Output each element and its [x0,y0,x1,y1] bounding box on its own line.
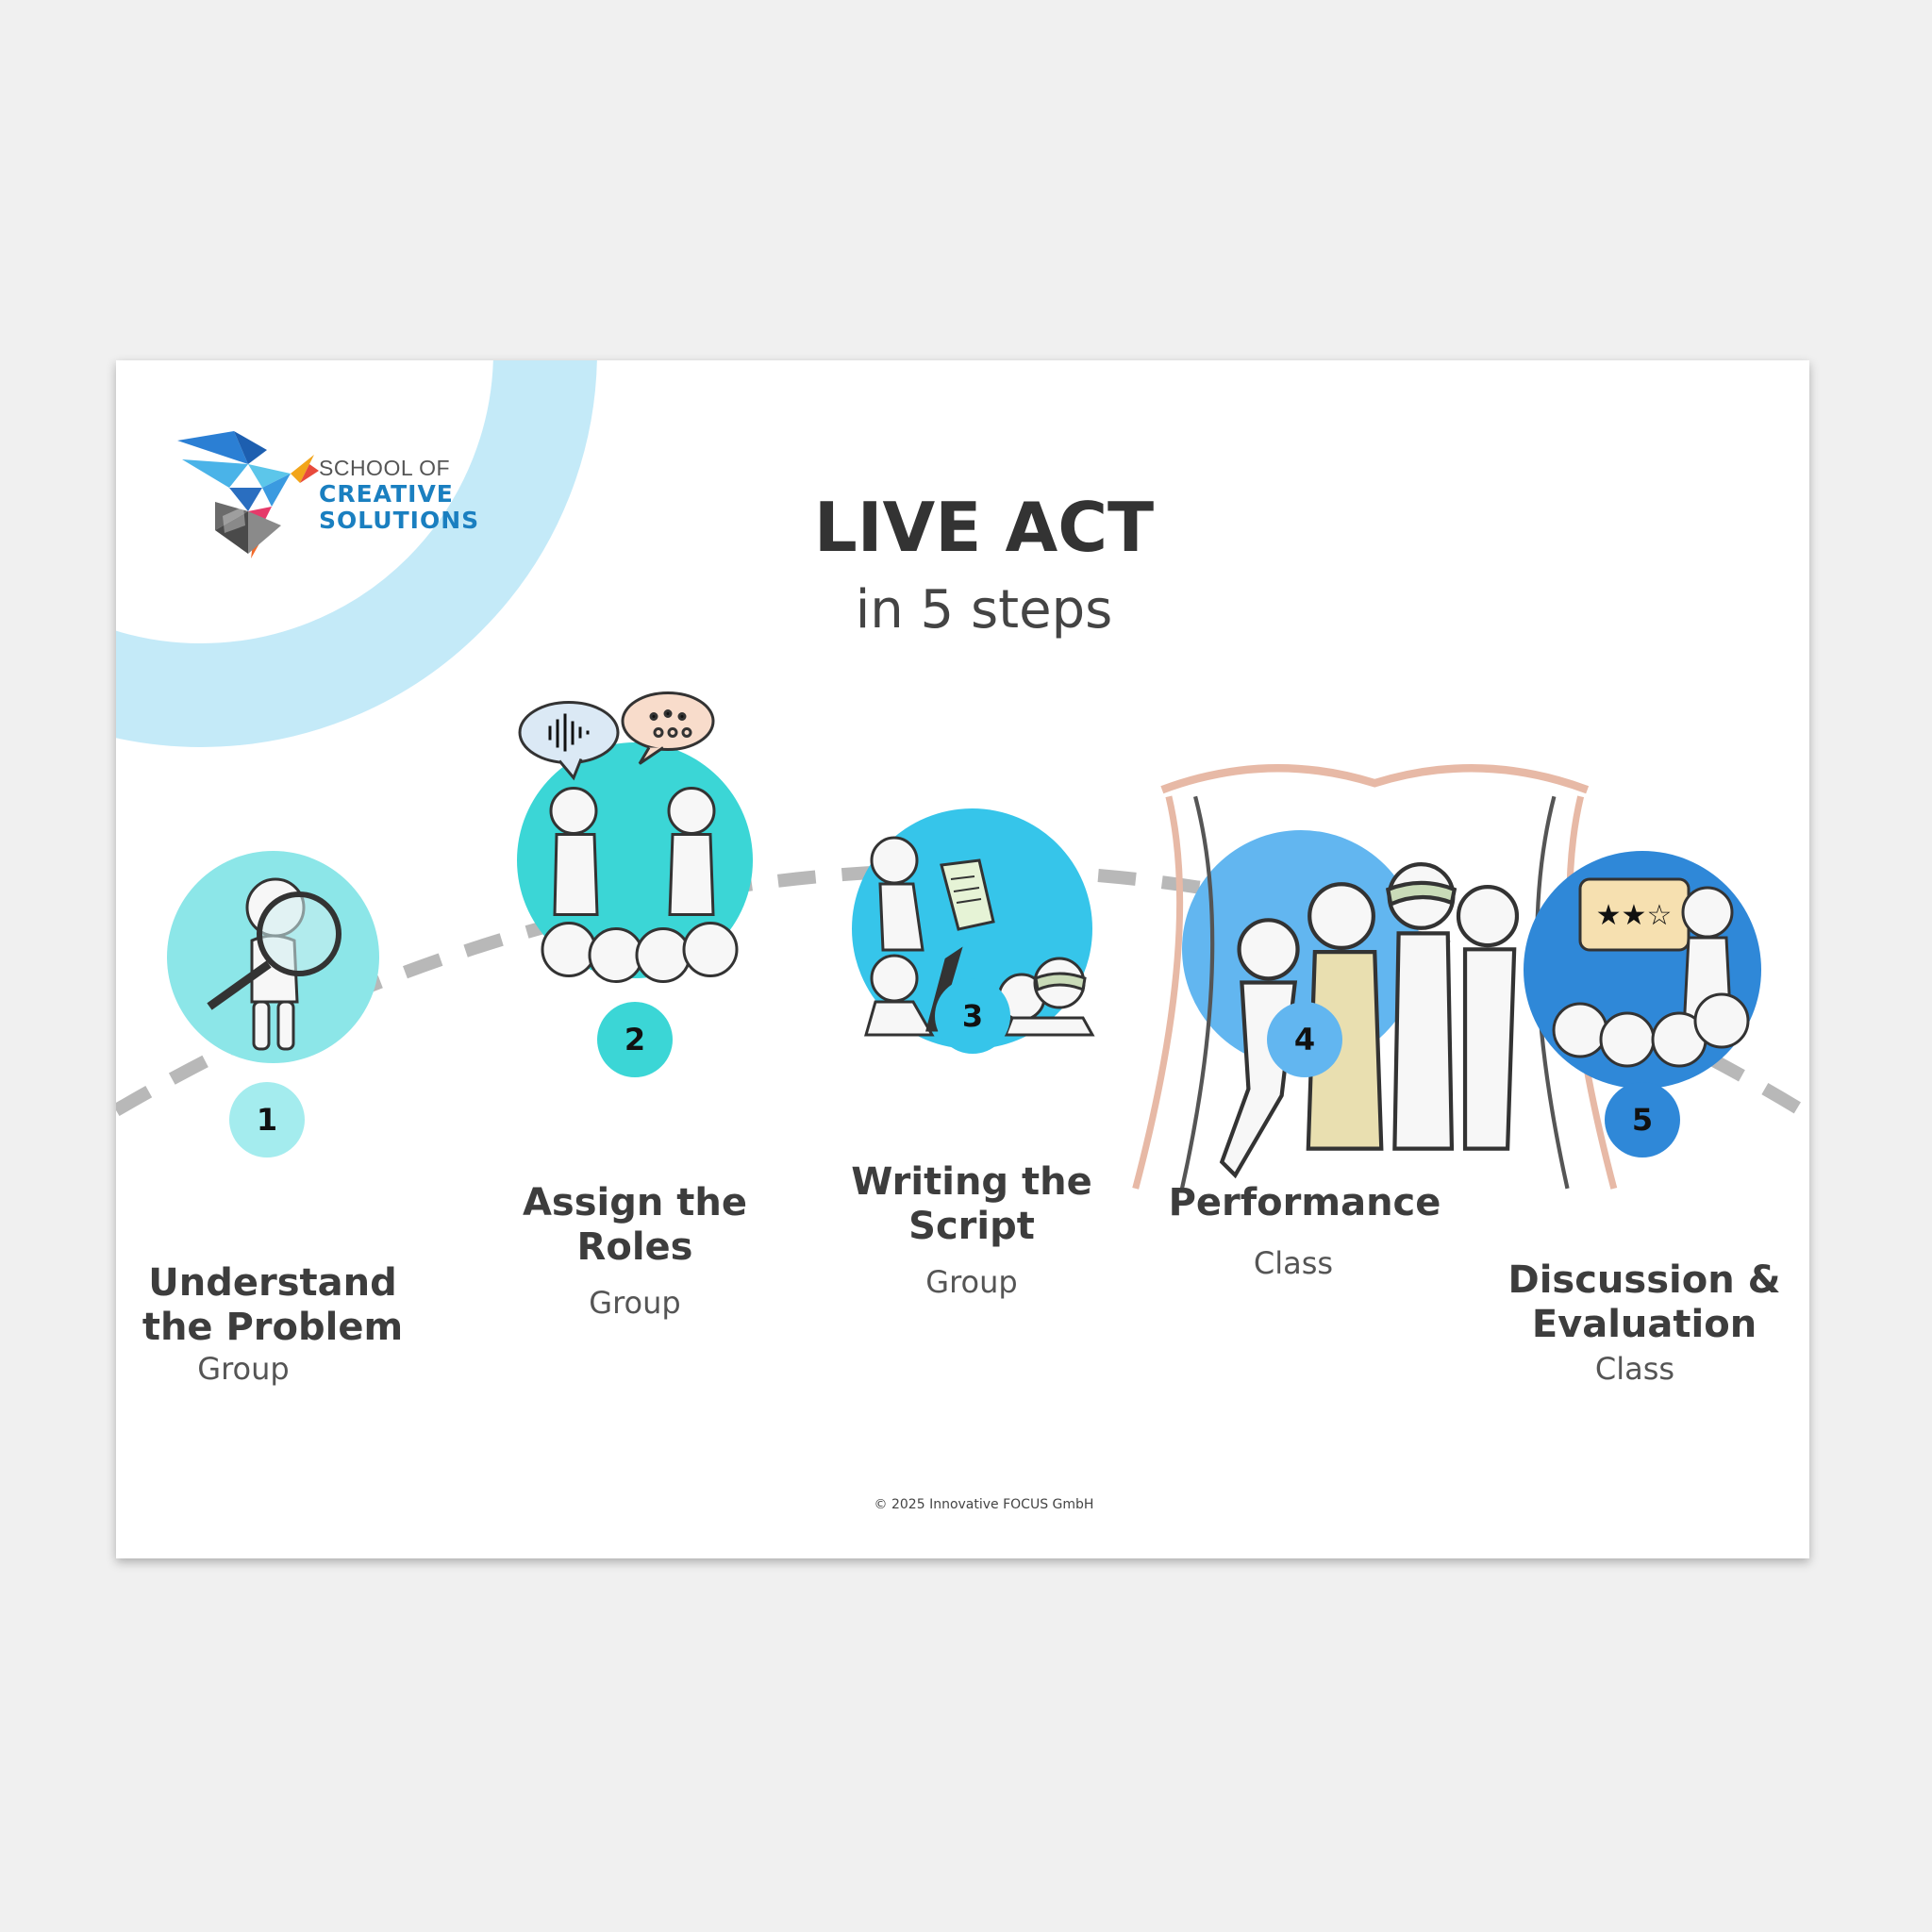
logo-wordmark: SCHOOL OF CREATIVE SOLUTIONS [319,455,479,534]
step-3-illustration [852,808,1095,1049]
rating-board-figures-icon: ★★☆ [1552,877,1750,1068]
step-1-badge: 1 [229,1082,305,1158]
copyright-notice: © 2025 Innovative FOCUS GmbH [874,1497,1094,1512]
step-2-badge: 2 [597,1002,673,1077]
step-4-title: Performance [1168,1181,1441,1224]
poster-card: SCHOOL OF CREATIVE SOLUTIONS LIVE ACT in… [116,360,1809,1558]
step-4-badge: 4 [1267,1002,1342,1077]
step-5-illustration: ★★☆ [1524,851,1761,1089]
step-5-title: Discussion & Evaluation [1507,1258,1781,1346]
step-2-title: Assign the Roles [522,1181,748,1269]
step-4-role: Class [1253,1245,1334,1281]
origami-bird-icon [177,431,319,558]
step-2-illustration [517,691,753,983]
step-1-illustration [167,851,379,1063]
logo-line-creative: CREATIVE [319,480,454,508]
logo-line-school-of: SCHOOL OF [319,456,451,480]
step-2-role: Group [589,1285,681,1321]
magnifier-figure-icon [207,877,341,1051]
step-1-title: Understand the Problem [142,1261,404,1349]
step-5-role: Class [1594,1351,1675,1387]
logo-line-solutions: SOLUTIONS [319,507,480,534]
step-3-title: Writing the Script [851,1160,1092,1248]
step-3-badge: 3 [935,978,1010,1054]
dialogue-figures-icon [518,691,739,983]
step-3-role: Group [925,1264,1018,1300]
step-5-badge: 5 [1605,1082,1680,1158]
step-1-role: Group [197,1351,290,1387]
page-title: LIVE ACT [813,488,1155,567]
rating-stars: ★★☆ [1596,899,1673,932]
page-subtitle: in 5 steps [855,579,1113,641]
school-logo: SCHOOL OF CREATIVE SOLUTIONS [177,431,489,563]
